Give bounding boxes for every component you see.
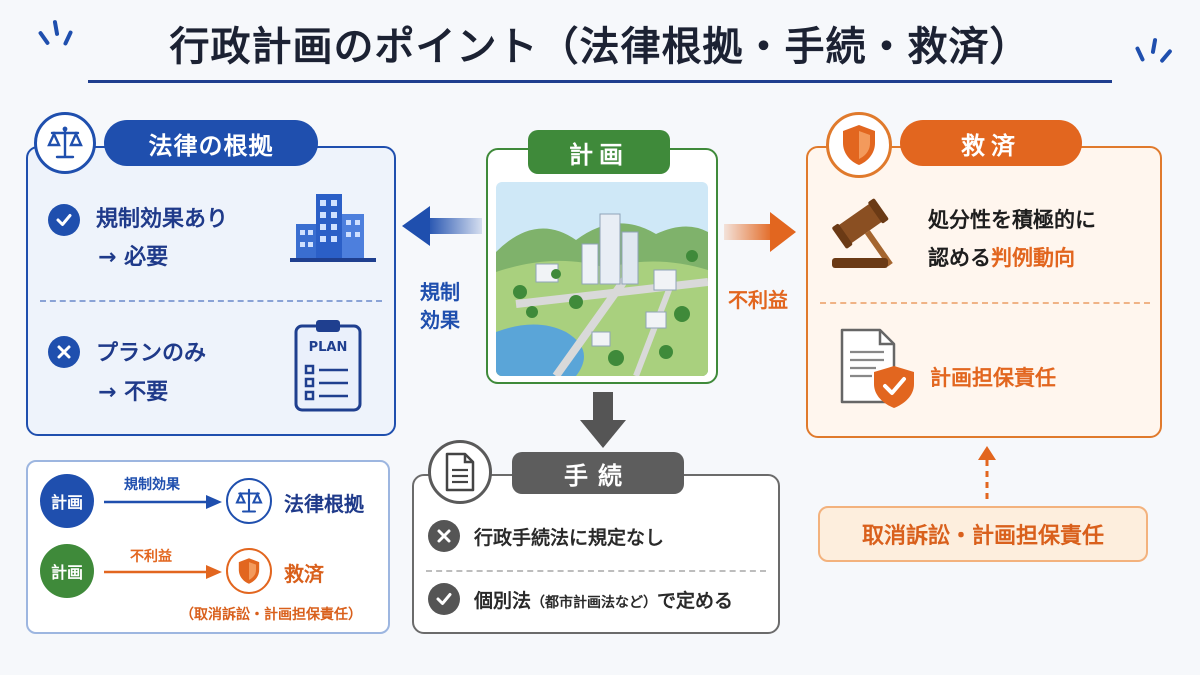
disadvantage-label: 不利益 <box>130 549 172 565</box>
divider <box>426 570 766 572</box>
remedy-target: 救済 <box>284 562 324 586</box>
dispositive-nature-text: 処分性を積極的に <box>928 208 1096 232</box>
scales-icon <box>34 112 96 174</box>
individual-law-example: （都市計画法など） <box>531 595 658 611</box>
plan-node: 計画 <box>40 544 94 598</box>
gavel-icon <box>826 196 906 276</box>
shield-icon <box>226 548 272 594</box>
regulatory-effect-arrow-label: 規制 効果 <box>420 278 460 334</box>
remedy-heading: 救済 <box>900 120 1082 166</box>
city-aerial-illustration <box>496 182 708 376</box>
disadvantage-arrow-label: 不利益 <box>728 288 788 312</box>
document-shield-icon <box>836 326 920 414</box>
legal-basis-heading: 法律の根拠 <box>104 120 318 166</box>
check-icon <box>428 583 460 615</box>
arrow-label-line-2: 効果 <box>420 308 460 332</box>
case-law-prefix: 認める <box>928 246 991 270</box>
arrow-label-line-1: 規制 <box>420 280 460 304</box>
shield-icon <box>826 112 892 178</box>
arrow-to-procedure <box>578 392 628 452</box>
procedure-heading: 手続 <box>512 452 684 494</box>
regulatory-effect-label: 規制効果 <box>124 477 180 493</box>
plan-heading: 計画 <box>528 130 670 174</box>
arrow-up-to-remedy <box>976 444 998 506</box>
arrow-to-remedy <box>724 210 796 258</box>
required-text: → 必要 <box>98 245 169 270</box>
buildings-icon <box>288 190 378 268</box>
individual-law-main: 個別法 <box>474 590 532 612</box>
cross-icon <box>428 520 460 552</box>
case-law-highlight: 判例動向 <box>991 246 1075 270</box>
arrow-right <box>104 564 222 584</box>
plan-only-text: プランのみ <box>96 341 207 366</box>
arrow-to-legal-basis <box>402 204 482 252</box>
no-rule-in-apa-text: 行政手続法に規定なし <box>474 527 665 549</box>
case-law-trend-text: 認める判例動向 <box>928 242 1075 272</box>
regulatory-effect-text: 規制効果あり <box>96 207 229 232</box>
title-underline <box>88 80 1112 83</box>
plan-node: 計画 <box>40 474 94 528</box>
document-icon <box>428 440 492 504</box>
page-title: 行政計画のポイント（法律根拠・手続・救済） <box>169 24 1031 70</box>
individual-law-tail: で定める <box>657 590 734 612</box>
revocation-suit-box: 取消訴訟・計画担保責任 <box>818 506 1148 562</box>
divider <box>40 300 382 302</box>
arrow-right <box>104 494 222 514</box>
not-required-text: → 不要 <box>98 380 169 405</box>
clipboard-label: PLAN <box>308 340 348 355</box>
scales-icon <box>226 478 272 524</box>
remedy-note: （取消訴訟・計画担保責任） <box>180 607 362 623</box>
clipboard-plan-icon: PLAN <box>292 318 364 414</box>
divider <box>820 302 1150 304</box>
check-icon <box>48 204 80 236</box>
plan-guarantee-liability-text: 計画担保責任 <box>930 366 1056 390</box>
legal-basis-target: 法律根拠 <box>284 492 364 516</box>
cross-icon <box>48 336 80 368</box>
individual-law-text: 個別法（都市計画法など）で定める <box>474 586 733 613</box>
